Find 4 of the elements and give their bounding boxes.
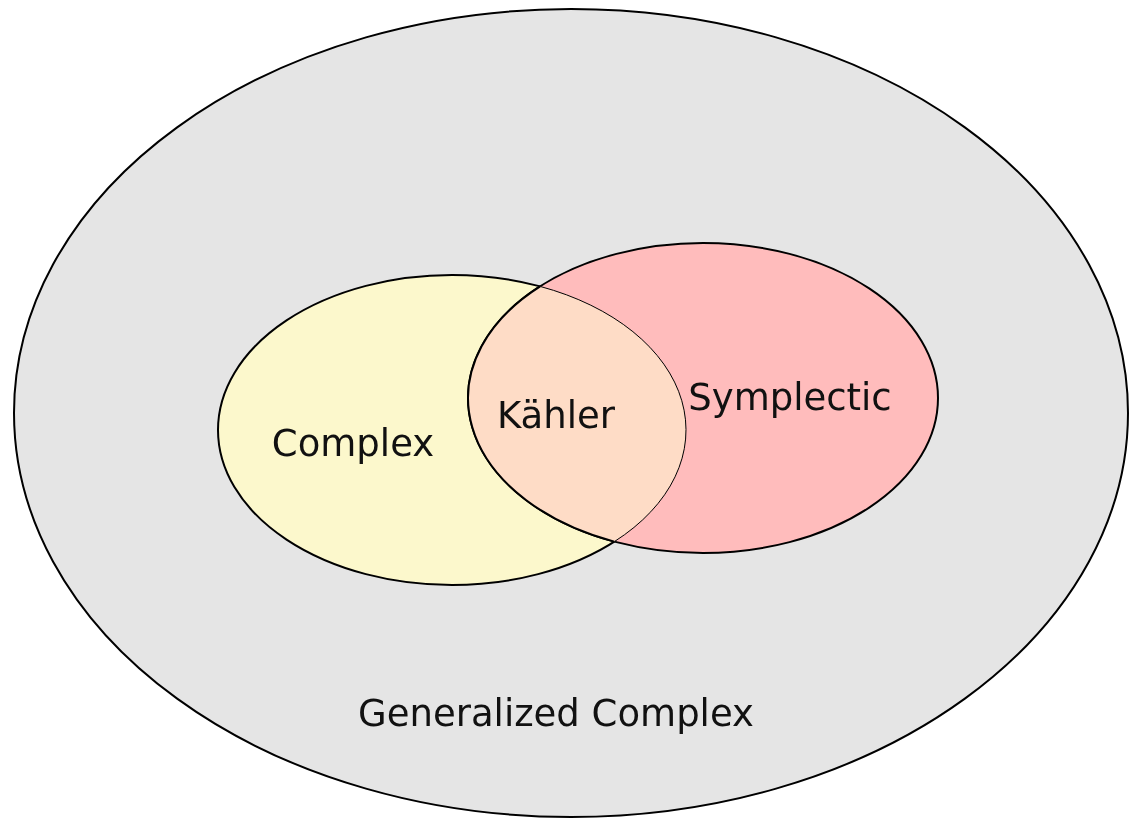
set-label: Kähler xyxy=(497,393,615,437)
set-label: Complex xyxy=(271,421,435,465)
set-label: Generalized Complex xyxy=(358,691,754,735)
set-label: Symplectic xyxy=(688,375,892,419)
